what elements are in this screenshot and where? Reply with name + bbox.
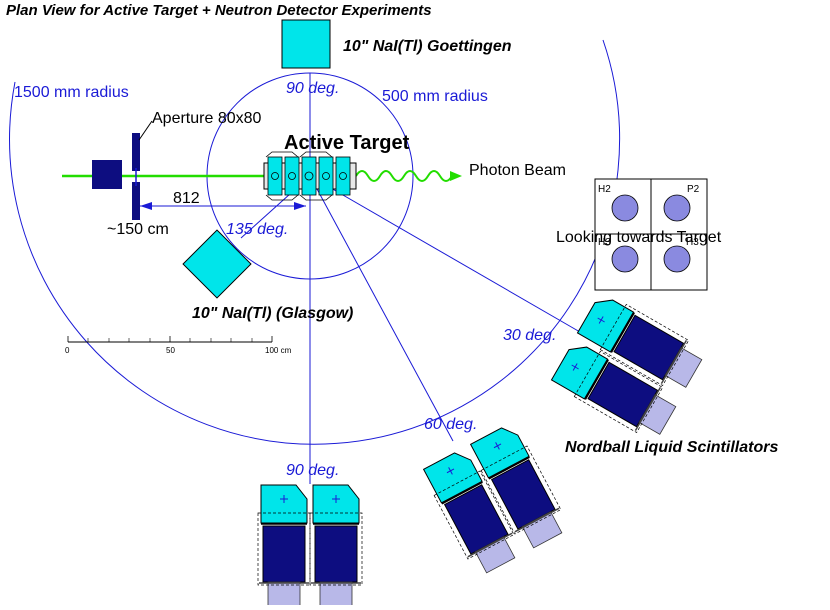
photon-arrow-head [450, 171, 462, 181]
active-target-label: Active Target [284, 132, 410, 154]
view-label-h3-right: H3 [686, 237, 699, 248]
angle-90-top-label: 90 deg. [286, 80, 339, 97]
line-30 [309, 175, 581, 333]
distance-150-label: ~150 cm [107, 221, 169, 238]
view-label-h3: H3 [598, 237, 611, 248]
aperture-label: Aperture 80x80 [152, 110, 262, 127]
beam-source-block [92, 160, 122, 189]
aperture-bottom [132, 182, 140, 220]
line-60 [309, 175, 454, 442]
angle-90-bottom-label: 90 deg. [286, 462, 339, 479]
scale-label-50: 50 [166, 346, 175, 355]
nai-glasgow-detector [182, 229, 252, 299]
radius-1500-label: 1500 mm radius [14, 84, 129, 101]
active-target-assembly [263, 151, 357, 201]
view-label-p2: P2 [687, 184, 700, 195]
nai-goettingen-detector [281, 19, 331, 69]
photon-beam-label: Photon Beam [469, 162, 566, 179]
angle-135-label: 135 deg. [226, 221, 288, 238]
radius-500-label: 500 mm radius [382, 88, 488, 105]
view-panel [594, 178, 708, 291]
diagram-title: Plan View for Active Target + Neutron De… [6, 2, 432, 19]
nai-glasgow-label: 10" NaI(Tl) (Glasgow) [192, 305, 353, 322]
looking-towards-label: Looking towards Target [556, 229, 722, 246]
aperture-top [132, 133, 140, 171]
dimension-812-label: 812 [173, 190, 200, 207]
scale-bar [67, 336, 273, 343]
nordball-90-left [257, 484, 311, 607]
view-label-h2: H2 [598, 184, 611, 195]
scale-label-100: 100 cm [265, 346, 292, 355]
dimension-arrow-left [140, 202, 152, 210]
dimension-arrow-right [294, 202, 306, 210]
angle-60-label: 60 deg. [424, 416, 477, 433]
scale-label-0: 0 [65, 346, 70, 355]
nai-goettingen-label: 10" NaI(Tl) Goettingen [343, 38, 512, 55]
aperture-pointer [138, 120, 153, 141]
nordball-90-right [309, 484, 363, 607]
nordball-label: Nordball Liquid Scintillators [565, 439, 778, 456]
angle-30-label: 30 deg. [503, 327, 556, 344]
photon-wave [355, 170, 453, 182]
